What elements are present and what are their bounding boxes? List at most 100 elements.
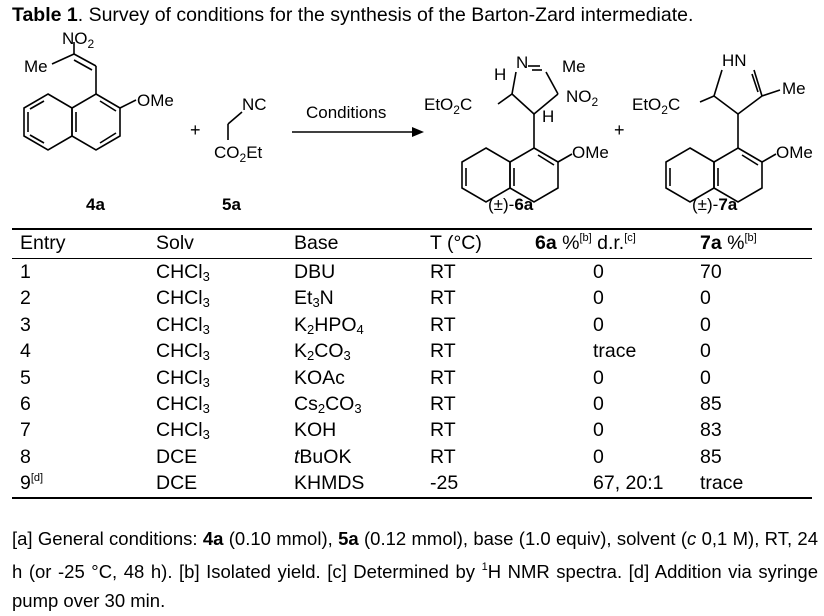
nc-label-5a: NC xyxy=(242,95,267,114)
cell-temperature: -25 xyxy=(430,472,459,495)
cell-temperature: RT xyxy=(430,445,456,468)
cell-temperature: RT xyxy=(430,261,456,283)
cell-temperature: RT xyxy=(430,287,456,310)
cell-base: KHMDS xyxy=(294,472,365,495)
cell-entry: 7 xyxy=(20,419,31,442)
cell-yield-7a: trace xyxy=(700,472,744,495)
cell-solvent: DCE xyxy=(156,472,198,495)
n-label-6a: N xyxy=(516,53,528,72)
table-row: 8 DCE tBuOK RT 0 85 xyxy=(12,444,812,470)
cell-base: K2CO3 xyxy=(294,340,351,364)
cell-yield-6a: 0 xyxy=(593,392,604,415)
table-row: 6 CHCl3 Cs2CO3 RT 0 85 xyxy=(12,391,812,417)
caption-text: . Survey of conditions for the synthesis… xyxy=(77,4,694,26)
table-row: 1 CHCl3 DBU RT 0 70 xyxy=(12,259,812,285)
cell-entry: 5 xyxy=(20,366,31,389)
cell-temperature: RT xyxy=(430,340,456,363)
header-temperature: T (°C) xyxy=(430,232,482,254)
cell-base: tBuOK xyxy=(294,445,352,468)
etO2C-label-7a: EtO2C xyxy=(632,95,680,117)
plus-sign-2: + xyxy=(614,120,625,140)
ome-label-7a: OMe xyxy=(776,143,813,162)
reactant2-label: 5a xyxy=(222,195,241,214)
product1-label: (±)-6a xyxy=(488,195,534,214)
cell-solvent: CHCl3 xyxy=(156,366,210,390)
cell-yield-6a: 0 xyxy=(593,261,604,283)
co2et-label-5a: CO2Et xyxy=(214,143,263,165)
plus-sign-1: + xyxy=(190,120,201,140)
cell-yield-7a: 0 xyxy=(700,313,711,336)
cell-solvent: CHCl3 xyxy=(156,261,210,284)
cell-solvent: CHCl3 xyxy=(156,392,210,416)
cell-entry: 8 xyxy=(20,445,31,468)
cell-yield-7a: 85 xyxy=(700,392,722,415)
cell-yield-6a: 0 xyxy=(593,419,604,442)
cell-solvent: CHCl3 xyxy=(156,340,210,364)
cell-yield-7a: 83 xyxy=(700,419,722,442)
cell-entry: 4 xyxy=(20,340,31,363)
product2-label: (±)-7a xyxy=(692,195,738,214)
cell-yield-6a: 0 xyxy=(593,287,604,310)
cell-temperature: RT xyxy=(430,366,456,389)
cell-entry: 6 xyxy=(20,392,31,415)
cell-yield-6a: 0 xyxy=(593,445,604,468)
cell-yield-6a: 67, 20:1 xyxy=(593,472,664,495)
cell-entry: 9[d] xyxy=(20,472,44,495)
arrow-conditions-label: Conditions xyxy=(306,103,386,122)
ome-label-6a: OMe xyxy=(572,143,609,162)
hn-label-7a: HN xyxy=(722,51,747,70)
cell-base: Cs2CO3 xyxy=(294,392,362,416)
ome-label-4a: OMe xyxy=(137,91,174,110)
no2-label-4a: NO2 xyxy=(62,32,95,51)
header-solvent: Solv xyxy=(156,232,194,254)
table-caption: Table 1. Survey of conditions for the sy… xyxy=(12,4,693,27)
header-base: Base xyxy=(294,232,339,254)
table-row: 9[d] DCE KHMDS -25 67, 20:1 trace xyxy=(12,470,812,496)
cell-temperature: RT xyxy=(430,313,456,336)
table-header-row: Entry Solv Base T (°C) 6a %[b] d.r.[c] 7… xyxy=(12,230,812,259)
no2-label-6a: NO2 xyxy=(566,87,599,109)
header-yield-6a: 6a %[b] d.r.[c] xyxy=(535,232,636,254)
cell-yield-7a: 0 xyxy=(700,287,711,310)
cell-solvent: DCE xyxy=(156,445,198,468)
reaction-arrow xyxy=(292,127,424,137)
table-row: 7 CHCl3 KOH RT 0 83 xyxy=(12,417,812,443)
reaction-scheme: NO2 Me OMe 4a + NC CO2Et 5a Conditions N… xyxy=(23,32,813,214)
reactant-4a-structure xyxy=(23,42,137,151)
cell-base: DBU xyxy=(294,261,336,283)
caption-label: Table 1 xyxy=(12,4,78,26)
reactant1-label: 4a xyxy=(86,195,105,214)
me-label-6a: Me xyxy=(562,57,586,76)
cell-solvent: CHCl3 xyxy=(156,419,210,443)
cell-temperature: RT xyxy=(430,419,456,442)
cell-base: KOAc xyxy=(294,366,345,389)
table-footnotes: [a] General conditions: 4a (0.10 mmol), … xyxy=(12,528,819,611)
table-row: 5 CHCl3 KOAc RT 0 0 xyxy=(12,365,812,391)
product-7a-structure xyxy=(665,69,781,203)
cell-yield-7a: 0 xyxy=(700,366,711,389)
h-label-6a-2: H xyxy=(542,107,554,126)
cell-entry: 3 xyxy=(20,313,31,336)
table-row: 2 CHCl3 Et3N RT 0 0 xyxy=(12,285,812,311)
cell-yield-6a: 0 xyxy=(593,366,604,389)
cell-entry: 2 xyxy=(20,287,31,310)
cell-yield-7a: 85 xyxy=(700,445,722,468)
cell-base: Et3N xyxy=(294,287,334,311)
reactant-5a-structure xyxy=(227,111,243,140)
cell-entry: 1 xyxy=(20,261,31,283)
cell-base: K2HPO4 xyxy=(294,313,364,337)
cell-base: KOH xyxy=(294,419,337,442)
me-label-4a: Me xyxy=(24,57,48,76)
cell-yield-6a: 0 xyxy=(593,313,604,336)
table-row: 4 CHCl3 K2CO3 RT trace 0 xyxy=(12,338,812,364)
cell-yield-7a: 70 xyxy=(700,261,722,283)
cell-yield-6a: trace xyxy=(593,340,637,363)
cell-temperature: RT xyxy=(430,392,456,415)
cell-yield-7a: 0 xyxy=(700,340,711,363)
cell-solvent: CHCl3 xyxy=(156,287,210,311)
header-yield-7a: 7a %[b] xyxy=(700,232,757,254)
header-entry: Entry xyxy=(20,232,66,254)
etO2C-label-6a: EtO2C xyxy=(424,95,472,117)
